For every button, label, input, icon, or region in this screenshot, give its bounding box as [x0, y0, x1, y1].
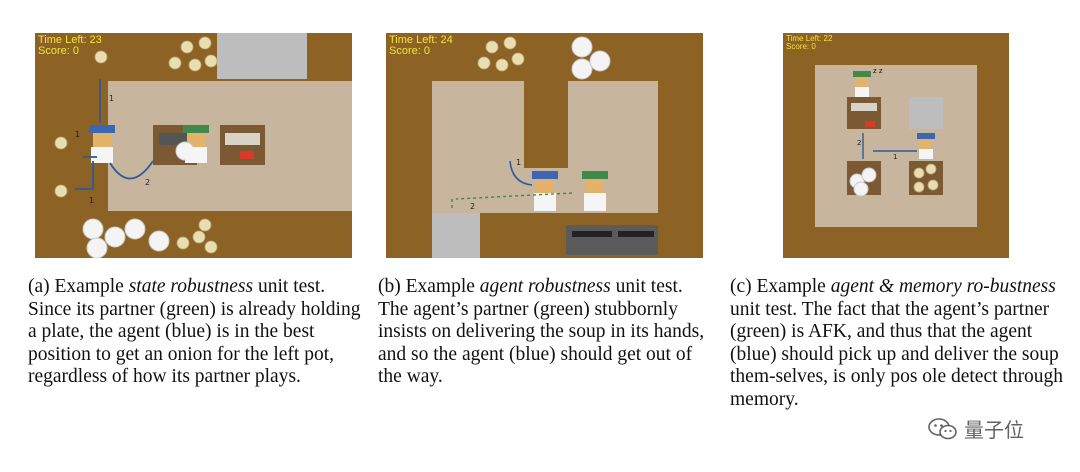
watermark-text: 量子位 [964, 418, 1024, 442]
time-left: Time Left: 24 [389, 34, 453, 46]
hud-a: Time Left: 23 Score: 0 [38, 35, 102, 57]
hud-b: Time Left: 24 Score: 0 [389, 35, 453, 57]
game-screenshot-b: 1 2 Time Left: 24 Score: 0 [386, 33, 703, 258]
sleep-mark: z z [873, 67, 883, 75]
score: Score: 0 [38, 45, 79, 57]
score: Score: 0 [389, 45, 430, 57]
caption-b: (b) Example agent robustness unit test. … [378, 276, 705, 387]
score: Score: 0 [786, 42, 816, 51]
kitchen-scene-b: 1 2 [432, 36, 658, 258]
arrow-label-a-4: 1 [89, 196, 94, 205]
arrow-label-a-1: 1 [109, 94, 114, 103]
arrow-label-c-1: 2 [857, 139, 861, 147]
wechat-icon [928, 417, 957, 439]
panel-b: 1 2 Time Left: 24 Score: 0 (b) Example a… [370, 0, 730, 472]
time-left: Time Left: 22 [786, 34, 833, 43]
game-screenshot-c: z z 2 1 Time Left: 22 Score: 0 [783, 33, 1009, 258]
game-screenshot-a: 1 1 2 1 Time Left: 23 Score: 0 [35, 33, 352, 258]
panel-a: 1 1 2 1 Time Left: 23 Score: 0 (a) Examp… [0, 0, 370, 472]
arrow-label-a-3: 2 [145, 178, 150, 187]
kitchen-scene-a: 1 1 2 1 [54, 33, 352, 258]
time-left: Time Left: 23 [38, 34, 102, 46]
arrow-label-b-1: 1 [516, 158, 521, 167]
arrow-label-a-2: 1 [75, 130, 80, 139]
arrow-label-b-2: 2 [470, 202, 475, 211]
arrow-label-c-2: 1 [893, 153, 897, 161]
hud-c: Time Left: 22 Score: 0 [786, 35, 832, 51]
caption-a: (a) Example state robustness unit test. … [28, 276, 361, 387]
watermark: 量子位 [928, 414, 1024, 443]
chef-blue [89, 125, 115, 163]
chef-green [175, 125, 209, 163]
panel-c: z z 2 1 Time Left: 22 Score: 0 (c) Examp… [730, 0, 1080, 472]
caption-c: (c) Example agent & memory ro-bustness u… [730, 276, 1064, 410]
kitchen-scene-c: z z 2 1 [815, 65, 977, 227]
